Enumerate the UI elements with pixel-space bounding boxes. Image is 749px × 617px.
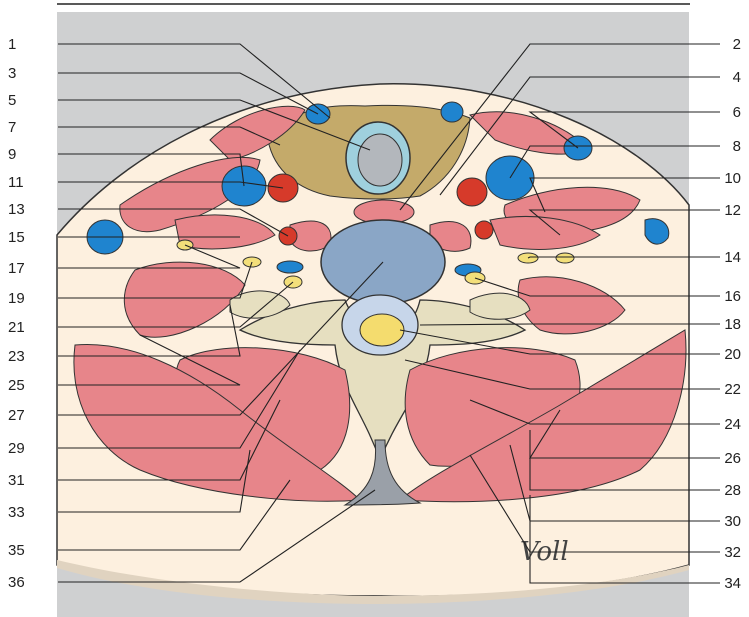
label-29: 29 bbox=[8, 440, 25, 457]
vein-vertebral-left bbox=[277, 261, 303, 273]
label-34: 34 bbox=[724, 575, 741, 592]
label-20: 20 bbox=[724, 346, 741, 363]
label-32: 32 bbox=[724, 544, 741, 561]
label-10: 10 bbox=[724, 170, 741, 187]
spinal-cord bbox=[360, 314, 404, 346]
label-24: 24 bbox=[724, 416, 741, 433]
label-31: 31 bbox=[8, 472, 25, 489]
label-19: 19 bbox=[8, 290, 25, 307]
label-25: 25 bbox=[8, 377, 25, 394]
artery-carotid-right bbox=[457, 178, 487, 206]
label-1: 1 bbox=[8, 36, 16, 53]
vein-anterior-right bbox=[441, 102, 463, 122]
label-28: 28 bbox=[724, 482, 741, 499]
label-7: 7 bbox=[8, 119, 16, 136]
label-26: 26 bbox=[724, 450, 741, 467]
label-5: 5 bbox=[8, 92, 16, 109]
label-15: 15 bbox=[8, 229, 25, 246]
label-22: 22 bbox=[724, 381, 741, 398]
label-17: 17 bbox=[8, 260, 25, 277]
label-16: 16 bbox=[724, 288, 741, 305]
label-2: 2 bbox=[733, 36, 741, 53]
label-6: 6 bbox=[733, 104, 741, 121]
label-18: 18 bbox=[724, 316, 741, 333]
label-33: 33 bbox=[8, 504, 25, 521]
label-23: 23 bbox=[8, 348, 25, 365]
label-9: 9 bbox=[8, 146, 16, 163]
label-11: 11 bbox=[8, 174, 24, 191]
label-30: 30 bbox=[724, 513, 741, 530]
label-27: 27 bbox=[8, 407, 25, 424]
label-8: 8 bbox=[733, 138, 741, 155]
label-12: 12 bbox=[724, 202, 741, 219]
artery-vertebral-right bbox=[475, 221, 493, 239]
nerve-right-3 bbox=[556, 253, 574, 263]
label-14: 14 bbox=[724, 249, 741, 266]
label-4: 4 bbox=[733, 69, 741, 86]
label-21: 21 bbox=[8, 319, 25, 336]
label-36: 36 bbox=[8, 574, 25, 591]
label-35: 35 bbox=[8, 542, 25, 559]
label-3: 3 bbox=[8, 65, 16, 82]
label-13: 13 bbox=[8, 201, 25, 218]
trachea-lumen bbox=[358, 134, 402, 186]
